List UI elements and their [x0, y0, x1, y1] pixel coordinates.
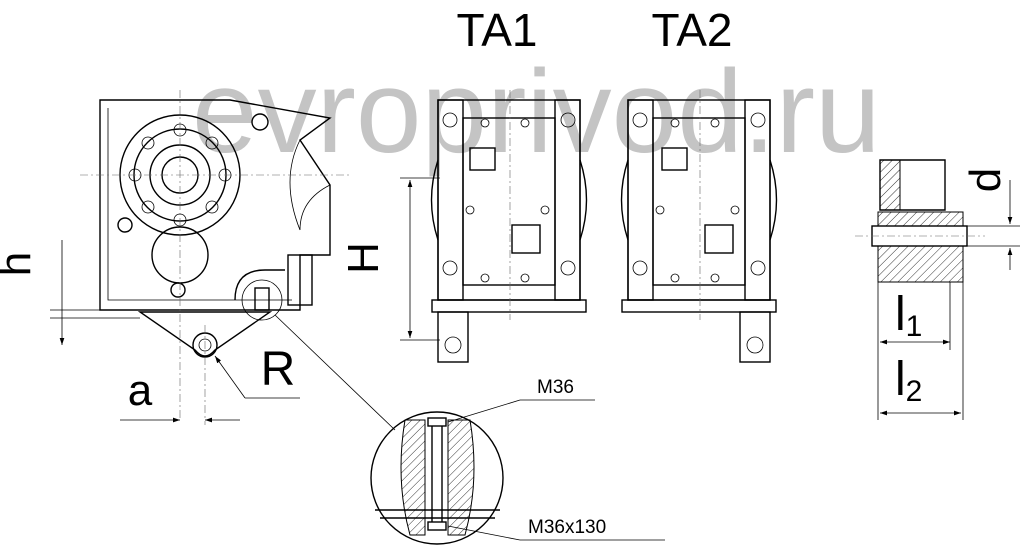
view-title-ta1: TA1 [457, 4, 538, 56]
ta2-front-view [620, 90, 778, 363]
view-title-ta2: TA2 [652, 4, 733, 56]
shaft-detail: d l1 l2 [855, 159, 1020, 420]
label-H: H [339, 242, 388, 274]
label-l2: l2 [895, 353, 922, 408]
callout-bottom-bolt: M36x130 [528, 517, 606, 538]
label-r: R [261, 343, 296, 396]
bolt-detail-view: M36 M36x130 [274, 314, 665, 545]
ta1-front-view [430, 90, 588, 363]
watermark: evroprivod.ru [192, 46, 881, 178]
label-d: d [961, 168, 1010, 192]
dimension-a: a [120, 366, 240, 423]
label-h: h [0, 252, 40, 276]
callout-top-bolt: M36 [537, 377, 574, 398]
label-l1: l1 [895, 288, 922, 343]
dimension-H: H [339, 177, 440, 341]
label-a: a [128, 366, 153, 415]
dimension-h: h [0, 240, 140, 345]
gearbox-side-view [80, 90, 350, 425]
dimension-r: R [214, 343, 300, 399]
